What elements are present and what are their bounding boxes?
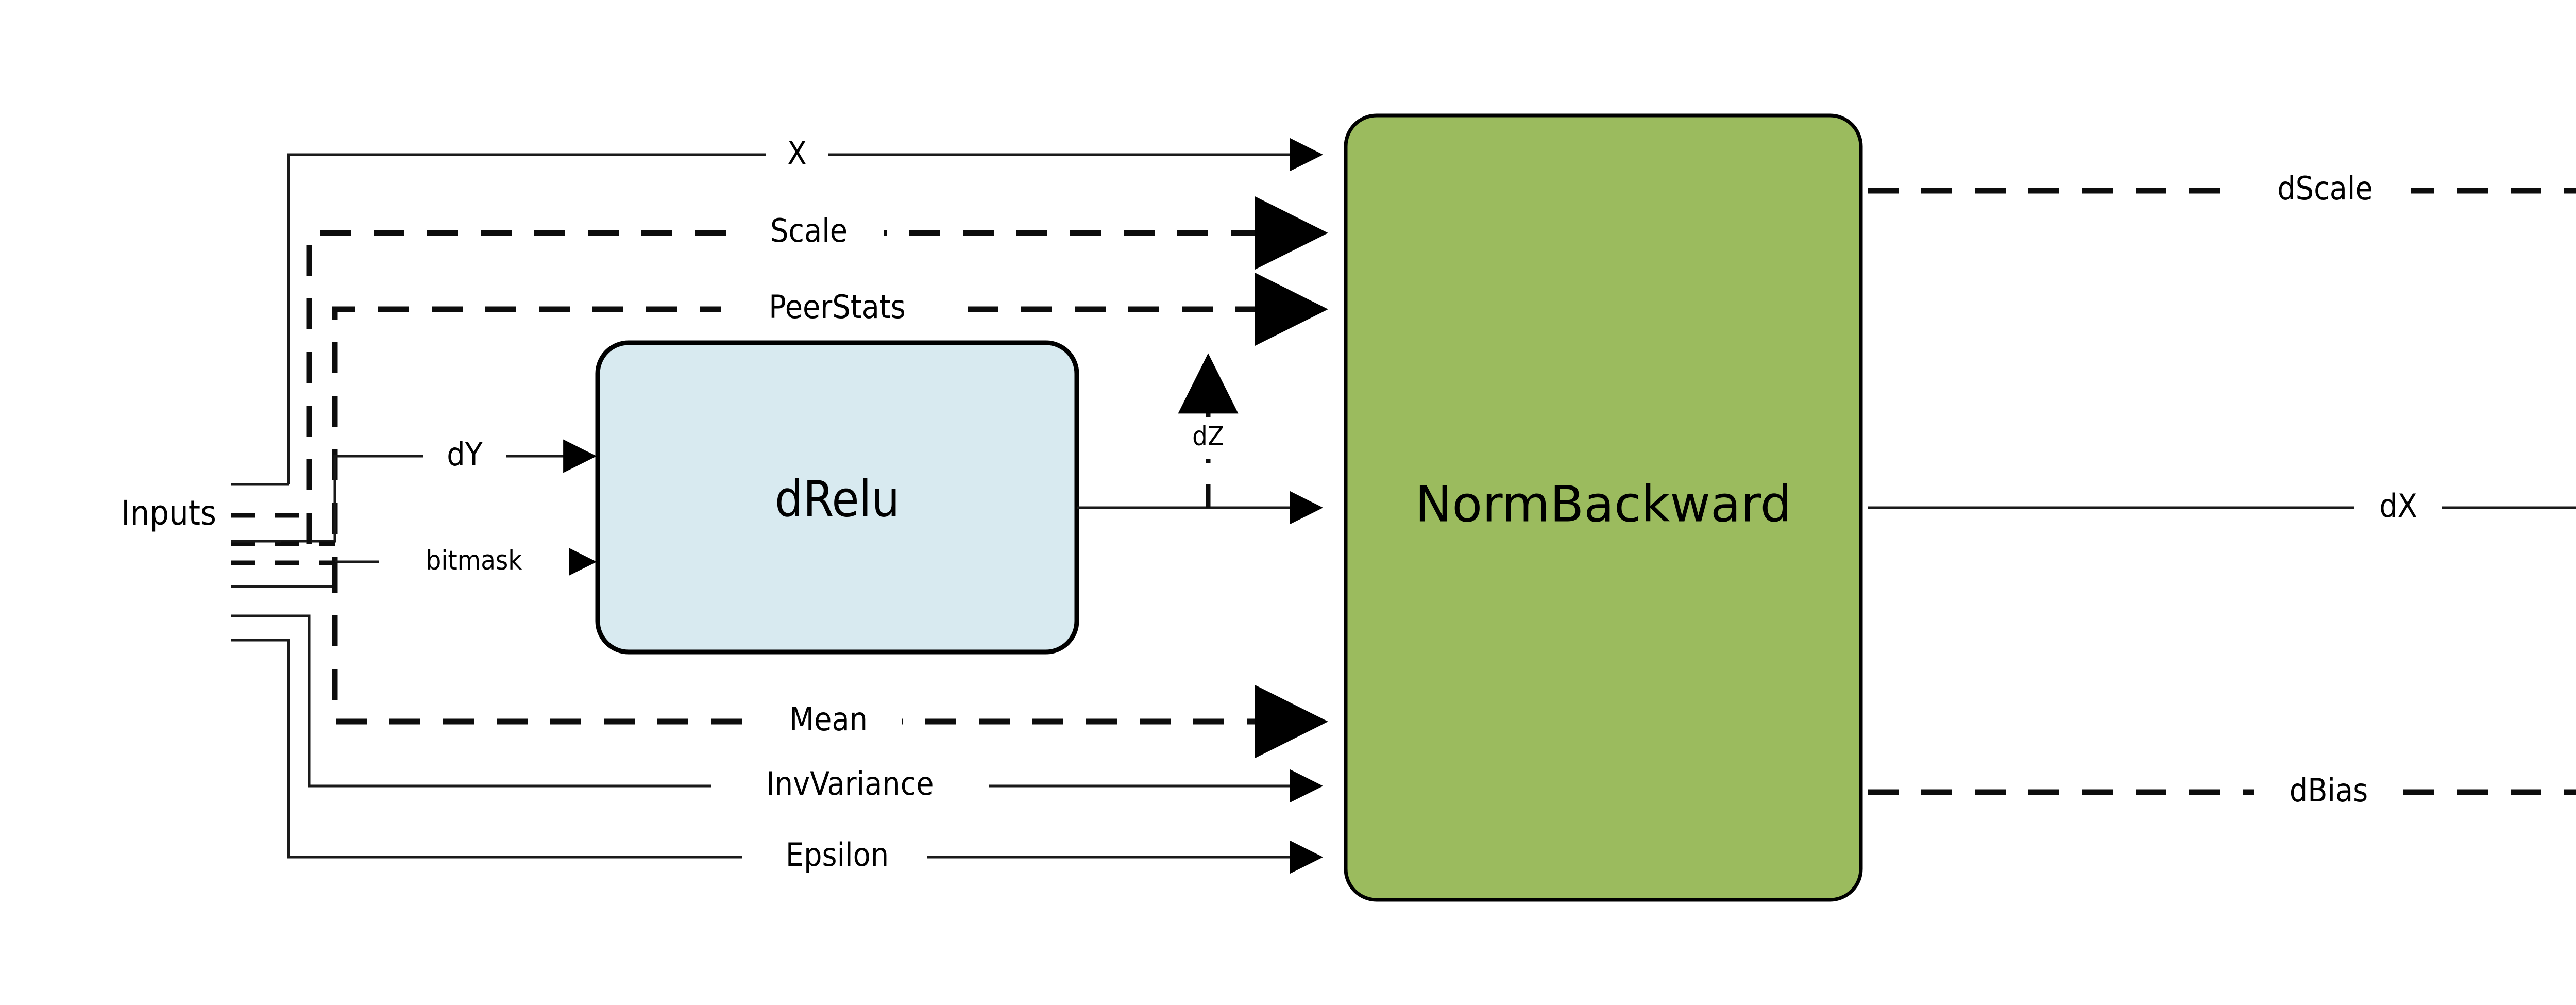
edge-dscale: dScale [1868,166,2576,215]
node-normbackward-label: NormBackward [1415,475,1792,533]
label-backdrop-peerstats [721,285,953,334]
edge-invvariance: InvVariance [289,614,1324,810]
edge-dz: dZ [1077,353,1324,525]
edge-label-mean: Mean [789,700,868,738]
edge-mean: Mean [332,562,1328,759]
edge-bitmask: bitmask [281,538,597,588]
label-backdrop-scale [737,208,884,258]
edge-scale: Scale [306,196,1328,544]
label-backdrop-bitmask [379,538,569,586]
edge-label-invvariance: InvVariance [766,765,934,802]
edge-dx: dX [1868,483,2576,532]
label-backdrop-dscale [2241,166,2411,215]
edge-dy: dY [281,432,597,543]
node-normbackward-shape[interactable] [1344,113,1863,902]
edge-label-bitmask: bitmask [426,545,522,576]
edge-dbias: dBias [1868,768,2576,817]
inputs-group-label: Inputs [121,493,216,533]
node-normbackward[interactable]: NormBackward [1344,113,1863,902]
node-drelu-label: dRelu [775,470,900,528]
label-backdrop-dbias [2254,768,2403,817]
edge-peerstats: PeerStats [332,272,1328,588]
edge-label-dz: dZ [1192,421,1224,452]
node-drelu-shape[interactable] [595,340,1079,655]
edge-label-dscale: dScale [2277,170,2373,207]
edge-label-x: X [787,135,807,172]
edge-label-dbias: dBias [2290,772,2368,809]
label-backdrop-epsilon [742,832,927,881]
edge-label-peerstats: PeerStats [769,288,905,326]
node-drelu[interactable]: dRelu [595,340,1079,655]
label-backdrop-dx [2354,483,2442,532]
edge-epsilon: Epsilon [281,639,1324,881]
label-backdrop-dy [423,432,506,480]
label-backdrop-x [766,130,828,179]
edge-label-dy: dY [447,435,483,473]
label-backdrop-mean [757,697,902,746]
edge-x: X [287,130,1324,484]
label-backdrop-invvariance [711,762,989,810]
edge-label-epsilon: Epsilon [786,836,889,874]
input-bus-stubs [231,483,335,642]
edge-label-scale: Scale [770,212,848,249]
label-backdrop-dz [1180,417,1239,459]
edge-label-dx: dX [2379,487,2417,525]
